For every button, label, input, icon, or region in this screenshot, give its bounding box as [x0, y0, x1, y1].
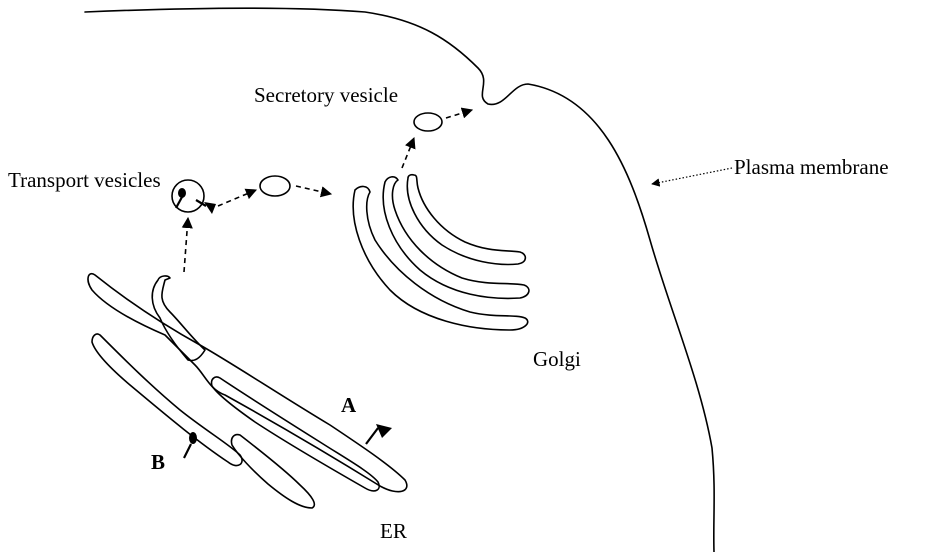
arrow-golgi-to-secretory-vesicle	[402, 138, 414, 168]
golgi-cisterna-1	[353, 186, 528, 330]
label-er: ER	[380, 519, 407, 543]
arrow-vesicle-to-golgi	[296, 186, 331, 194]
label-plasma-membrane: Plasma membrane	[734, 155, 889, 179]
er-cisterna-neck	[152, 276, 205, 361]
er-stack	[88, 274, 407, 508]
golgi-cisterna-3	[407, 175, 525, 265]
transport-vesicle-2	[260, 176, 290, 196]
cargo-protein-b-in-vesicle	[178, 188, 186, 198]
secretory-vesicle	[414, 113, 442, 131]
label-protein-b: B	[151, 450, 165, 474]
er-cisterna-upper	[88, 274, 407, 492]
cargo-b-stalk	[176, 197, 182, 208]
golgi-stack	[353, 175, 529, 330]
plasma-membrane-pointer	[652, 168, 732, 184]
label-golgi: Golgi	[533, 347, 581, 371]
label-secretory-vesicle: Secretory vesicle	[254, 83, 398, 107]
er-cisterna-left	[92, 334, 242, 466]
protein-b-marker	[184, 432, 197, 458]
transport-vesicle-with-cargo	[172, 180, 216, 214]
arrow-secretory-to-membrane	[446, 110, 472, 118]
cargo-protein-a-in-vesicle	[204, 202, 216, 214]
er-cisterna-lower	[231, 435, 314, 508]
label-protein-a: A	[341, 393, 357, 417]
arrow-vesicle-to-vesicle	[218, 190, 256, 206]
protein-a-marker	[366, 424, 392, 444]
plasma-membrane-outline	[85, 8, 714, 552]
arrow-er-to-vesicle	[184, 218, 188, 272]
label-transport-vesicles: Transport vesicles	[8, 168, 161, 192]
